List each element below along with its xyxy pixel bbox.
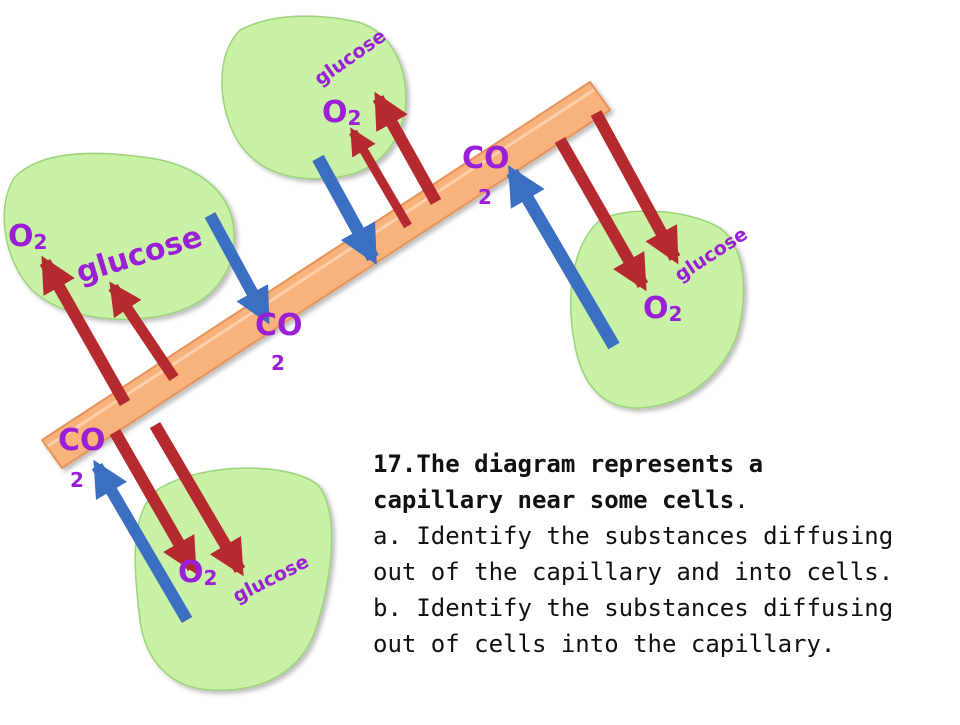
label-co2-top-sub: 2 [478, 185, 492, 209]
arrow-co2-out-top-cell [312, 154, 379, 265]
arrow-o2-into-right-cell [554, 137, 649, 292]
arrow-co2-out-bottom-cell [91, 459, 193, 624]
label-o2-bottom: O2 [178, 555, 217, 590]
label-co2-bottom: CO [58, 423, 106, 458]
label-co2-bottom-sub: 2 [70, 468, 84, 492]
question-text: 17.The diagram represents a capillary ne… [373, 446, 933, 662]
question-part-a-line-2: out of the capillary and into cells. [373, 558, 894, 586]
arrow-o2-into-top-cell [349, 127, 412, 229]
question-title-line-1: 17.The diagram represents a [373, 450, 764, 478]
label-co2-middle: CO [255, 308, 303, 343]
cell-bottom [134, 467, 333, 692]
arrow-glucose-into-bottom-cell [149, 421, 246, 577]
label-o2-left: O2 [8, 219, 47, 254]
question-title-line-2: capillary near some cells. [373, 486, 749, 514]
arrow-glucose-into-top-cell [372, 91, 442, 205]
question-part-a-line-1: a. Identify the substances diffusing [373, 522, 894, 550]
arrow-co2-out-left-cell [204, 212, 272, 325]
arrow-o2-into-left-cell [39, 255, 131, 406]
label-co2-middle-sub: 2 [271, 351, 285, 375]
label-co2-top: CO [462, 141, 510, 176]
question-part-b-line-1: b. Identify the substances diffusing [373, 594, 894, 622]
label-o2-top: O2 [322, 95, 361, 130]
arrow-glucose-into-left-cell [108, 281, 179, 382]
arrow-glucose-into-right-cell [590, 110, 681, 265]
label-o2-right: O2 [643, 291, 682, 326]
arrow-o2-into-bottom-cell [109, 429, 199, 575]
question-part-b-line-2: out of cells into the capillary. [373, 630, 836, 658]
capillary [41, 81, 611, 469]
arrow-co2-out-right-cell [506, 165, 620, 350]
